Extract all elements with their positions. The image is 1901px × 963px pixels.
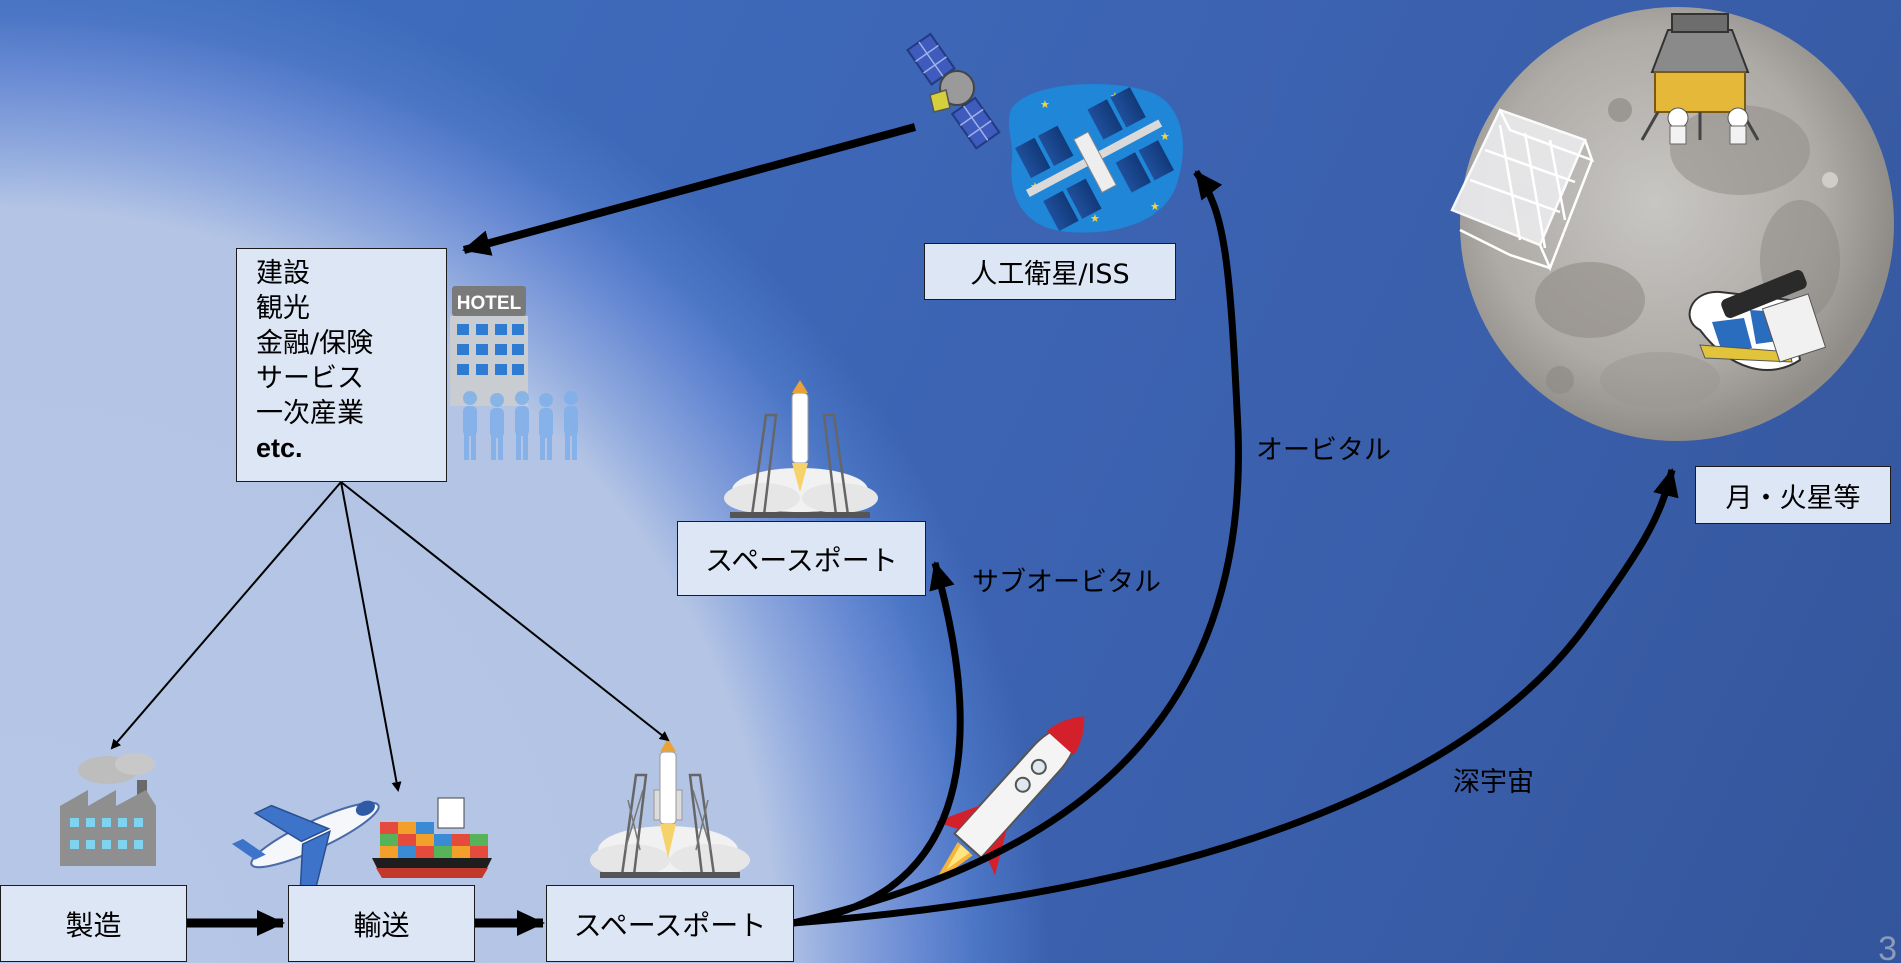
svg-text:★: ★: [1160, 130, 1170, 143]
container-ship-icon: [372, 797, 492, 878]
arrow-industries-to-manufacturing: [110, 481, 342, 750]
arrow-suborbital: [792, 561, 964, 927]
industry-item: 一次産業: [256, 398, 364, 429]
spaceport-ground-box: スペースポート: [546, 885, 794, 962]
hotel-icon: HOTEL: [450, 286, 528, 406]
suborbital-label: サブオービタル: [972, 567, 1161, 598]
arrow-deep-space: [792, 468, 1679, 927]
industry-item: 建設: [256, 258, 310, 289]
arrow-satellite-to-industries: [462, 123, 917, 256]
satellite-icon: [906, 32, 1001, 150]
lunar-lander-icon: [1640, 13, 1760, 145]
hotel-sign: HOTEL: [457, 293, 522, 314]
transport-box: 輸送: [288, 885, 475, 962]
page-number: 3: [1878, 930, 1897, 963]
lunar-rover-icon: [1688, 270, 1827, 371]
factory-icon: [60, 753, 156, 866]
moon-base-icon: [1450, 108, 1595, 272]
svg-text:★: ★: [1040, 98, 1050, 111]
moon-mars-box: 月・火星等: [1695, 466, 1891, 524]
industry-item: 観光: [256, 293, 310, 324]
arrows: [110, 123, 1679, 936]
arrow-industries-to-spaceport: [340, 481, 670, 742]
arrow-orbital: [792, 169, 1242, 927]
launch-pad-icon-ground: [590, 738, 750, 878]
industry-list-box: 建設 観光 金融/保険 サービス 一次産業 etc.: [236, 248, 447, 482]
orbital-label: オービタル: [1256, 435, 1391, 466]
launch-pad-icon-sub: [724, 380, 878, 518]
deep-space-label: 深宇宙: [1453, 767, 1534, 798]
industry-item: 金融/保険: [256, 328, 374, 359]
satellite-iss-box: 人工衛星/ISS: [924, 243, 1176, 300]
arrow-industries-to-transport: [340, 481, 402, 792]
industry-item: etc.: [256, 433, 303, 463]
people-icon: [463, 391, 578, 460]
manufacturing-box: 製造: [0, 885, 187, 962]
iss-icon: ★★ ★★ ★★: [1008, 84, 1183, 233]
spaceport-suborbital-box: スペースポート: [677, 521, 926, 596]
industry-item: サービス: [256, 363, 364, 394]
svg-text:★: ★: [1150, 200, 1160, 213]
svg-text:★: ★: [1090, 212, 1100, 225]
